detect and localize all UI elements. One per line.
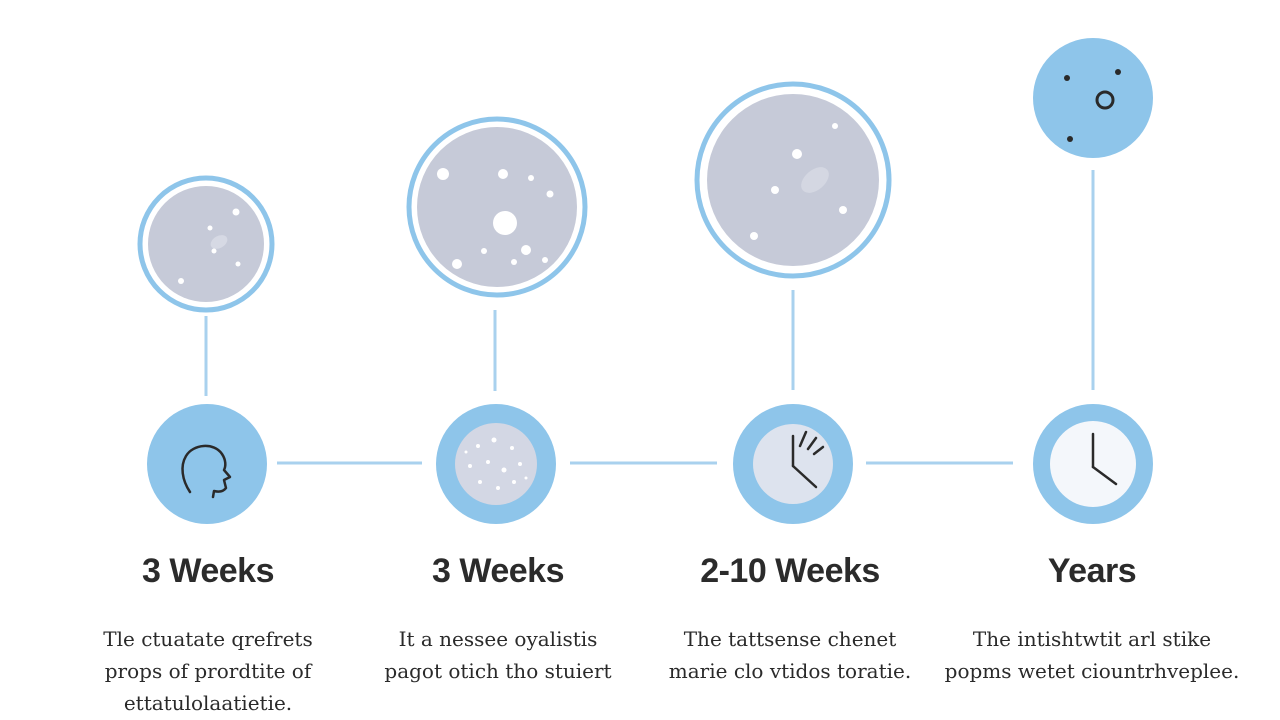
blue-dotted-circle-icon: [1033, 38, 1153, 158]
description-line: ettatulolaatietie.: [123, 691, 293, 715]
description-line: props of prordtite of: [104, 659, 312, 683]
stage-description: It a nessee oyalistis pagot otich tho st…: [338, 623, 658, 687]
vertical-connectors: [204, 170, 1095, 396]
stage-description: The intishtwtit arl stike popms wetet ci…: [932, 623, 1252, 687]
description-line: It a nessee oyalistis: [398, 627, 598, 651]
stage-label: 3 Weeks: [432, 552, 564, 590]
description-line: pagot otich tho stuiert: [384, 659, 612, 683]
large-grey-circle-icon: [694, 81, 892, 279]
description-line: Tle ctuatate qrefrets: [103, 627, 313, 651]
clock-icon: [1033, 404, 1153, 524]
stage-label: Years: [1047, 552, 1137, 590]
description-line: marie clo vtidos toratie.: [668, 659, 912, 683]
clock-dashes-icon: [733, 404, 853, 524]
stage-description: The tattsense chenet marie clo vtidos to…: [630, 623, 950, 687]
small-spotted-circle-icon: [137, 175, 275, 313]
stage-label: 3 Weeks: [142, 552, 274, 590]
head-profile-icon: [147, 404, 267, 524]
description-line: The tattsense chenet: [683, 627, 897, 651]
description-line: popms wetet ciountrhveplee.: [944, 659, 1240, 683]
description-line: The intishtwtit arl stike: [972, 627, 1212, 651]
stage-description: Tle ctuatate qrefrets props of prordtite…: [48, 623, 368, 719]
dotted-disc-icon: [436, 404, 556, 524]
large-spotted-circle-icon: [406, 116, 588, 298]
stage-label: 2-10 Weeks: [700, 552, 880, 590]
